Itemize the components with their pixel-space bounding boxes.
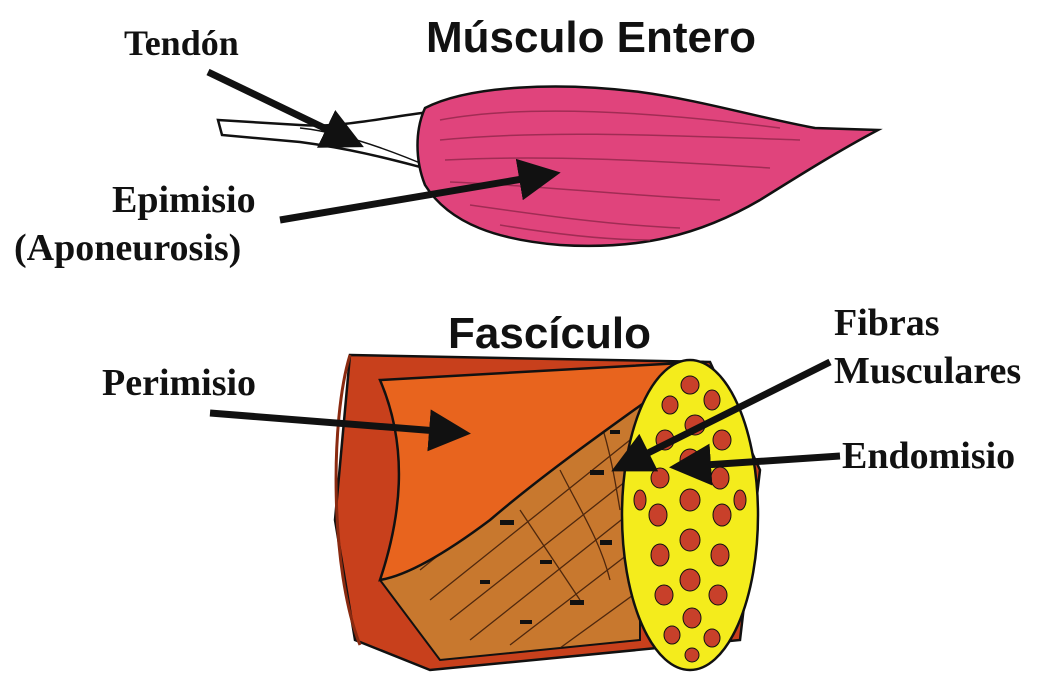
fibers-label-line2: Musculares: [834, 350, 1021, 392]
fascicle-title: Fascículo: [448, 309, 651, 358]
whole-muscle-illustration: [218, 87, 878, 246]
tendon-label: Tendón: [124, 23, 239, 63]
perimysium-label: Perimisio: [102, 362, 256, 404]
epimysium-label: Epimisio: [112, 179, 256, 221]
muscle-belly: [418, 87, 879, 246]
whole-muscle-title: Músculo Entero: [426, 13, 756, 62]
aponeurosis-label: (Aponeurosis): [14, 227, 241, 269]
fibers-label-line1: Fibras: [834, 302, 940, 344]
endomysium-label: Endomisio: [842, 435, 1015, 477]
tendon-shape: [218, 112, 432, 170]
fascicle-illustration: [335, 355, 760, 670]
